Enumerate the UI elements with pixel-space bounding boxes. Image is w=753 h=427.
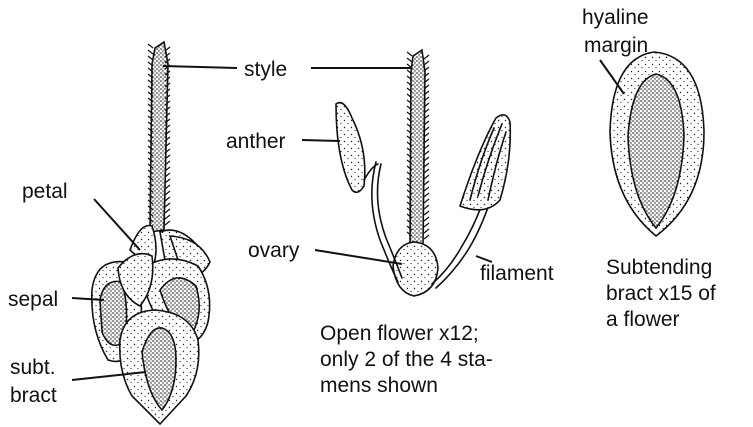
label-petal: petal bbox=[22, 180, 68, 203]
flower-side-view bbox=[92, 42, 210, 424]
label-sepal: sepal bbox=[8, 288, 58, 311]
caption-open-flower-line-2: only 2 of the 4 sta- bbox=[320, 348, 493, 371]
anther-left-shape bbox=[336, 103, 365, 193]
caption-bract-line-1: Subtending bbox=[606, 256, 712, 279]
label-hyaline: hyaline bbox=[582, 6, 649, 29]
anther-leader bbox=[302, 140, 340, 141]
style-left bbox=[148, 42, 170, 232]
label-anther: anther bbox=[226, 130, 286, 153]
anther-right-shape bbox=[460, 115, 510, 210]
label-subt: subt. bbox=[10, 356, 56, 379]
label-filament: filament bbox=[480, 262, 554, 285]
label-margin: margin bbox=[584, 34, 648, 57]
label-style: style bbox=[244, 58, 287, 81]
ovary-leader bbox=[315, 250, 402, 264]
caption-open-flower-line-1: Open flower x12; bbox=[320, 322, 479, 345]
petal-leader bbox=[94, 199, 140, 250]
caption-open-flower-line-3: mens shown bbox=[320, 374, 438, 397]
ovary-shape bbox=[393, 242, 438, 296]
caption-bract-line-3: a flower bbox=[606, 308, 680, 331]
label-bract: bract bbox=[10, 384, 57, 407]
bract-detail bbox=[610, 52, 704, 236]
style-leader-left bbox=[163, 66, 237, 68]
style-middle bbox=[407, 50, 429, 246]
caption-bract-line-2: bract x15 of bbox=[606, 282, 716, 305]
label-ovary: ovary bbox=[248, 239, 300, 262]
